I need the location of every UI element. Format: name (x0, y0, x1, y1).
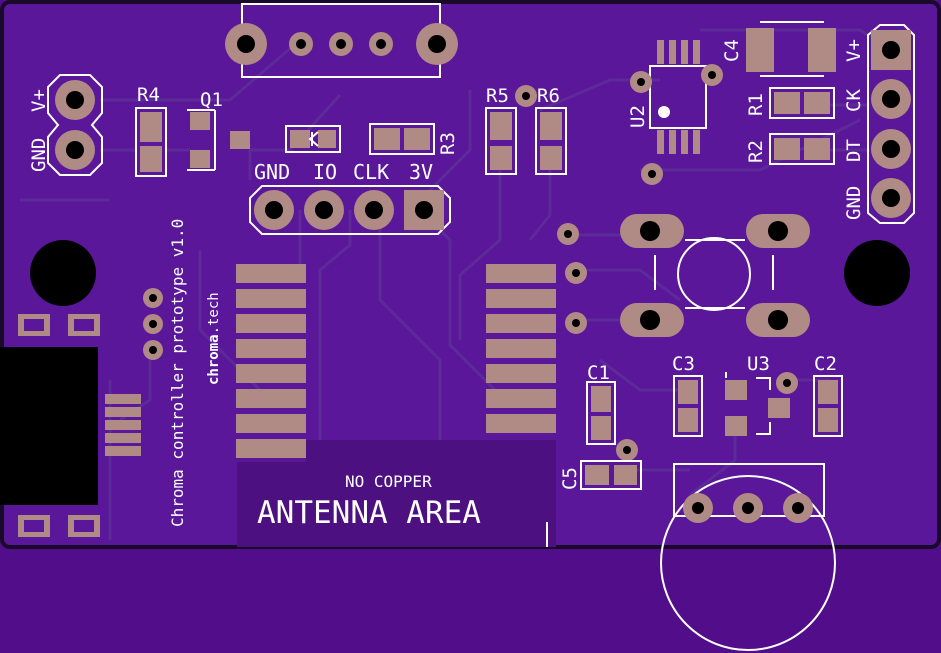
refdes-r1: R1 (745, 93, 767, 116)
capacitor-c5 (580, 460, 642, 490)
refdes-r4: R4 (137, 84, 160, 106)
label-vplus-left: V+ (28, 89, 50, 112)
right-header (867, 24, 915, 224)
label-gnd-top: GND (254, 160, 290, 184)
antenna-title: ANTENNA AREA (257, 495, 481, 531)
resistor-r4 (135, 107, 167, 177)
label-ck-right: CK (843, 89, 865, 112)
label-clk-top: CLK (353, 160, 389, 184)
mounting-hole-right (844, 240, 910, 306)
resistor-r2 (769, 133, 835, 165)
side-connector-mount-pads (18, 314, 100, 537)
refdes-q1: Q1 (200, 89, 223, 111)
refdes-c5: C5 (559, 467, 581, 490)
refdes-c2: C2 (814, 353, 837, 375)
label-gnd-right: GND (843, 186, 865, 220)
potentiometer (660, 463, 836, 651)
refdes-u2: U2 (627, 105, 649, 128)
refdes-r2: R2 (745, 140, 767, 163)
power-header-left (47, 74, 103, 176)
label-dt-right: DT (843, 139, 865, 162)
tactile-switch (620, 214, 810, 337)
label-gnd-left: GND (28, 138, 50, 172)
resistor-r1 (769, 87, 835, 119)
side-connector-pins (105, 394, 141, 456)
module-pads-right (486, 264, 556, 433)
brand-logo: chroma.tech (206, 292, 222, 385)
refdes-u3: U3 (747, 353, 770, 375)
refdes-r6: R6 (537, 85, 560, 107)
capacitor-c3 (673, 375, 703, 437)
capacitor-c4 (746, 21, 836, 77)
label-3v-top: 3V (409, 160, 433, 184)
module-pads-left (236, 264, 306, 458)
mounting-hole-left (30, 240, 96, 306)
capacitor-c1 (586, 381, 616, 445)
side-connector (0, 347, 98, 505)
diode (285, 125, 341, 153)
resistor-r3 (369, 123, 435, 155)
edge-connector (225, 23, 458, 65)
resistor-r5 (485, 107, 517, 175)
brand-bold: chroma (206, 334, 222, 385)
refdes-r3: R3 (437, 132, 459, 155)
ic-u2 (649, 40, 707, 154)
antenna-keepout (237, 462, 556, 547)
label-io-top: IO (313, 160, 337, 184)
programming-header (249, 185, 451, 235)
capacitor-c2 (813, 375, 843, 437)
refdes-c3: C3 (672, 353, 695, 375)
debug-vias (143, 288, 163, 360)
transistor-q1 (187, 109, 250, 171)
refdes-c1: C1 (587, 362, 610, 384)
refdes-c4: C4 (721, 39, 743, 62)
antenna-note: NO COPPER (345, 472, 432, 491)
brand-suffix: .tech (206, 292, 222, 334)
antenna-keepout-upper (306, 440, 556, 464)
label-vplus-right: V+ (843, 39, 865, 62)
ic-u3 (725, 372, 790, 436)
board-title: Chroma controller prototype v1.0 (168, 219, 187, 527)
resistor-r6 (535, 107, 567, 175)
refdes-r5: R5 (486, 85, 509, 107)
